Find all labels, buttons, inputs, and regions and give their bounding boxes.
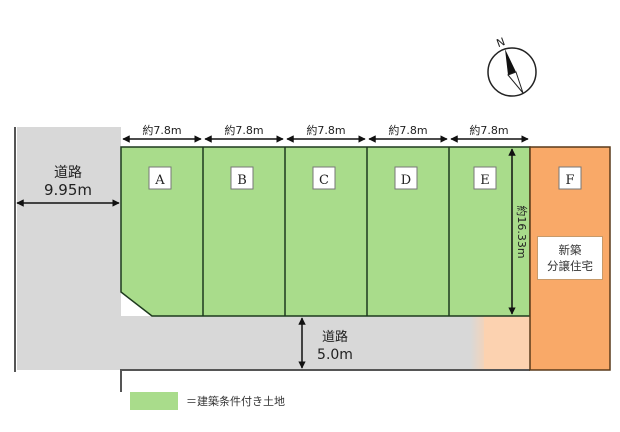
lot-labels [148, 166, 582, 190]
lot-f-label: F [565, 173, 574, 188]
new-house-line2: 分譲住宅 [547, 259, 593, 273]
lot-e-width: 約7.8m [469, 123, 508, 137]
lot-a-width: 約7.8m [142, 123, 181, 137]
west-road-label: 道路 [54, 165, 82, 181]
south-road-label: 道路 [322, 329, 348, 345]
lot-b-width: 約7.8m [224, 123, 263, 137]
lot-depth-label: 約16.33m [515, 205, 529, 258]
compass-icon [487, 47, 537, 97]
lot-c-label: C [319, 173, 329, 188]
compass-north-label: N [495, 35, 507, 50]
lot-b-label: B [237, 173, 247, 188]
west-road-width: 9.95m [44, 181, 92, 199]
lot-c-width: 約7.8m [306, 123, 345, 137]
lots-area [120, 146, 531, 317]
legend-text: ＝建築条件付き土地 [186, 395, 285, 408]
lot-d-width: 約7.8m [388, 123, 427, 137]
new-house-line1: 新築 [558, 243, 582, 257]
legend: ＝建築条件付き土地 [130, 392, 285, 410]
road-south [120, 316, 531, 392]
lot-a-label: A [154, 173, 165, 188]
south-road-width: 5.0m [317, 347, 353, 363]
legend-green-swatch [130, 392, 178, 410]
new-house-label: 新築 分譲住宅 [537, 236, 603, 280]
road-west [14, 127, 121, 372]
lot-d-label: D [401, 173, 411, 188]
lot-e-label: E [480, 173, 490, 188]
